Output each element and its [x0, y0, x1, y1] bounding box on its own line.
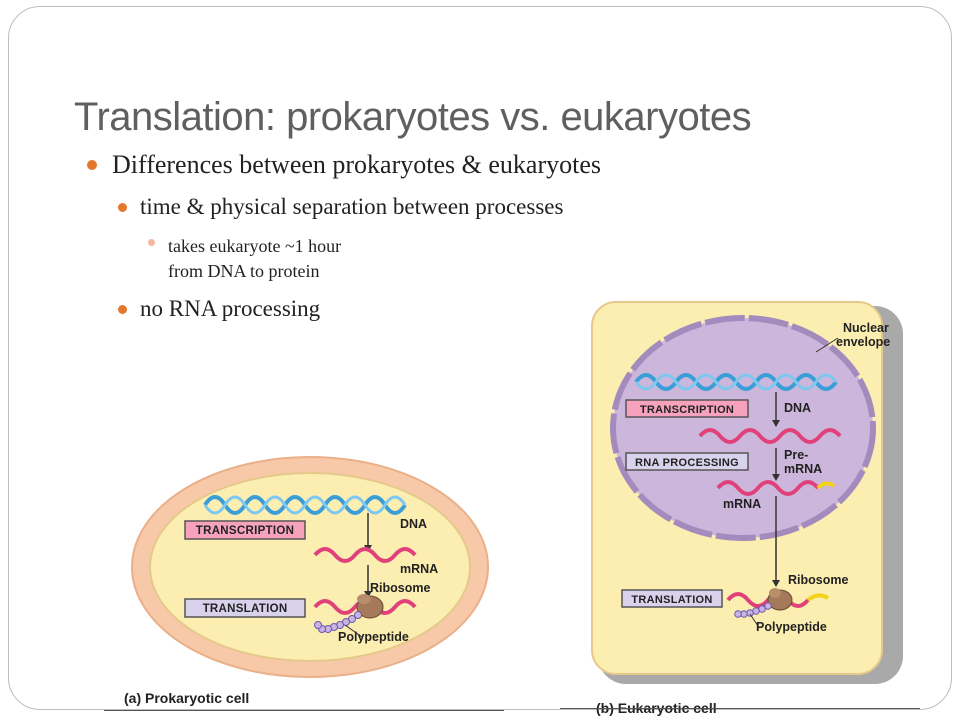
ribosome-label: Ribosome	[788, 573, 848, 587]
polypeptide-pointer	[749, 613, 759, 627]
translation-box	[184, 598, 306, 618]
caption-rule	[104, 710, 504, 711]
arrowhead-icon	[772, 580, 780, 587]
bullet-one-hour: takes eukaryote ~1 hour from DNA to prot…	[168, 234, 341, 284]
translation-label: TRANSLATION	[203, 603, 288, 615]
bullet-dot-icon	[87, 160, 97, 170]
polypeptide-chain-icon	[734, 602, 772, 618]
mrna-tail-icon	[806, 593, 830, 602]
bullet-dot-icon	[118, 305, 127, 314]
polypeptide-chain-icon	[314, 611, 362, 633]
translation-box	[621, 589, 723, 608]
mrna-strand-icon	[716, 480, 820, 496]
translation-label: TRANSLATION	[631, 594, 712, 606]
pre-mrna-label-line2: mRNA	[784, 462, 822, 476]
dna-helix-icon	[634, 373, 838, 391]
transcription-label: TRANSCRIPTION	[640, 404, 734, 416]
polypeptide-label: Polypeptide	[756, 620, 827, 634]
transcription-box	[625, 399, 749, 418]
ribosome-icon	[767, 588, 793, 611]
arrowhead-icon	[772, 474, 780, 481]
bullet-no-rna-processing: no RNA processing	[140, 296, 321, 321]
caption-rule	[560, 708, 920, 709]
slide-title: Translation: prokaryotes vs. eukaryotes	[74, 95, 752, 139]
bullet-one-hour-line2: from DNA to protein	[168, 261, 320, 281]
dna-helix-icon	[203, 495, 407, 515]
arrowhead-icon	[772, 420, 780, 427]
bullet-dot-icon	[148, 239, 155, 246]
bullet-one-hour-line1: takes eukaryote ~1 hour	[168, 236, 342, 256]
mrna-strand-icon	[313, 547, 417, 563]
ribosome-label: Ribosome	[370, 581, 430, 595]
prokaryotic-caption: (a) Prokaryotic cell	[124, 690, 250, 706]
polypeptide-label: Polypeptide	[338, 630, 409, 644]
mrna-label: mRNA	[400, 562, 438, 576]
pre-mrna-strand-icon	[698, 428, 842, 444]
bullet-dot-icon	[118, 203, 127, 212]
bullet-differences: Differences between prokaryotes & eukary…	[112, 150, 601, 179]
mrna-label: mRNA	[723, 497, 761, 511]
prokaryotic-cell-figure: TRANSCRIPTION DNA mRNA Ribosome TRANSLAT…	[131, 456, 489, 678]
dna-label: DNA	[400, 517, 427, 531]
nuclear-envelope-pointer	[815, 337, 839, 353]
rna-processing-box	[625, 452, 749, 471]
bullet-time-separation: time & physical separation between proce…	[140, 194, 564, 219]
pre-mrna-label-line1: Pre-	[784, 448, 808, 462]
ribosome-icon	[356, 594, 384, 619]
dna-label: DNA	[784, 401, 811, 415]
mrna-tail-icon	[816, 481, 836, 490]
transcription-label: TRANSCRIPTION	[196, 525, 294, 537]
transcription-box	[184, 520, 306, 540]
eukaryotic-cell-figure: Nuclear envelope TRANSCRIPTION DNA RNA P…	[591, 301, 903, 684]
polypeptide-pointer	[344, 624, 363, 638]
nuclear-envelope-label-line2: envelope	[836, 335, 890, 349]
arrowhead-icon	[364, 591, 372, 598]
rna-processing-label: RNA PROCESSING	[635, 457, 739, 469]
nuclear-envelope-label-line1: Nuclear	[843, 321, 889, 335]
